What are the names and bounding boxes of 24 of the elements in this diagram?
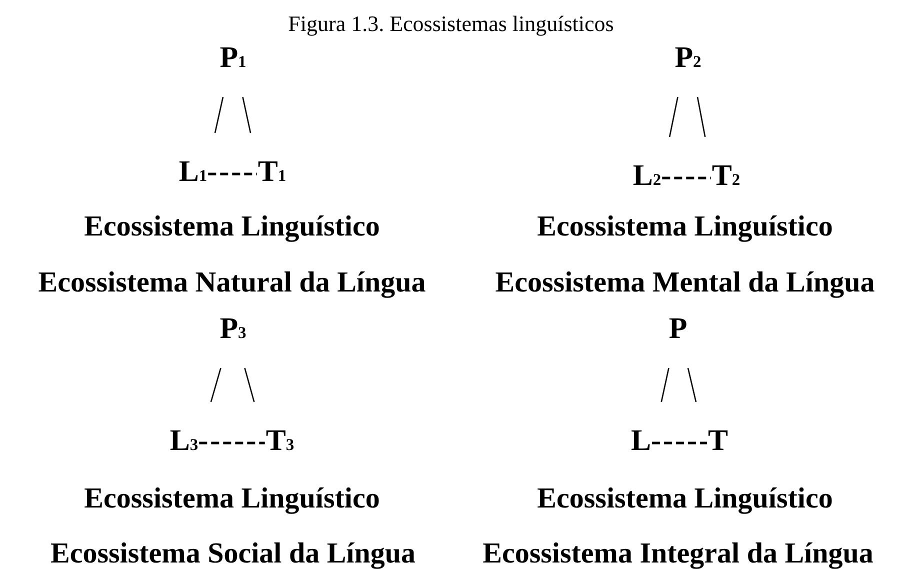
text-label: Ecossistema Linguístico — [84, 484, 380, 514]
connector-line — [210, 368, 222, 402]
dashed-connector — [199, 442, 265, 444]
connector-line — [242, 96, 252, 134]
connector-line — [214, 96, 224, 134]
text-label: Ecossistema Linguístico — [537, 484, 833, 514]
text-label: Ecossistema Social da Língua — [50, 540, 416, 568]
text-label: Ecossistema Linguístico — [84, 212, 380, 242]
connector-line — [668, 96, 678, 138]
connector-line — [244, 368, 255, 402]
dashed-connector — [652, 442, 707, 444]
variable-label: T — [707, 424, 729, 458]
text-label: Ecossistema Integral da Língua — [482, 540, 874, 568]
text-label: Ecossistema Mental da Língua — [495, 268, 875, 298]
connector-line — [660, 368, 670, 402]
text-label: Ecossistema Linguístico — [537, 212, 833, 242]
variable-label: L — [630, 424, 652, 458]
dashed-connector — [662, 176, 711, 180]
variable-label: P — [668, 312, 688, 346]
text-label: Ecossistema Natural da Língua — [38, 268, 426, 298]
figure-title: Figura 1.3. Ecossistemas linguísticos — [288, 13, 614, 35]
connector-line — [687, 368, 697, 402]
dashed-connector — [208, 172, 257, 176]
connector-line — [696, 96, 706, 138]
